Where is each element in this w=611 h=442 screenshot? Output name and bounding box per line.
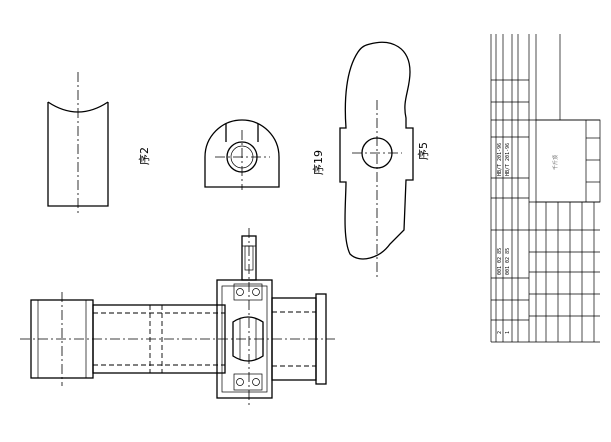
standard-ref-2: HB/T 201-96 <box>505 143 511 176</box>
part-code-1: 001 02 85 <box>497 248 503 275</box>
bearing-top <box>233 283 263 301</box>
row-number-2: 2 <box>497 331 503 334</box>
title-block: HB/T 201-96 HB/T 201-96 001 02 85 001 02… <box>490 34 601 343</box>
bearing-bottom <box>233 373 263 391</box>
part-19-view <box>204 119 280 190</box>
row-number-1: 1 <box>505 331 511 334</box>
part-code-2: 001 02 85 <box>505 248 511 275</box>
label-seq-2: 序2 <box>137 147 151 165</box>
assembly-view <box>20 228 335 406</box>
label-seq-5: 序5 <box>416 142 430 160</box>
part-5-view <box>339 41 414 280</box>
assembly-name: 千斤顶 <box>552 155 559 170</box>
standard-ref-1: HB/T 201-96 <box>497 143 503 176</box>
part-2-view <box>47 72 109 216</box>
label-seq-19: 序19 <box>311 150 325 175</box>
